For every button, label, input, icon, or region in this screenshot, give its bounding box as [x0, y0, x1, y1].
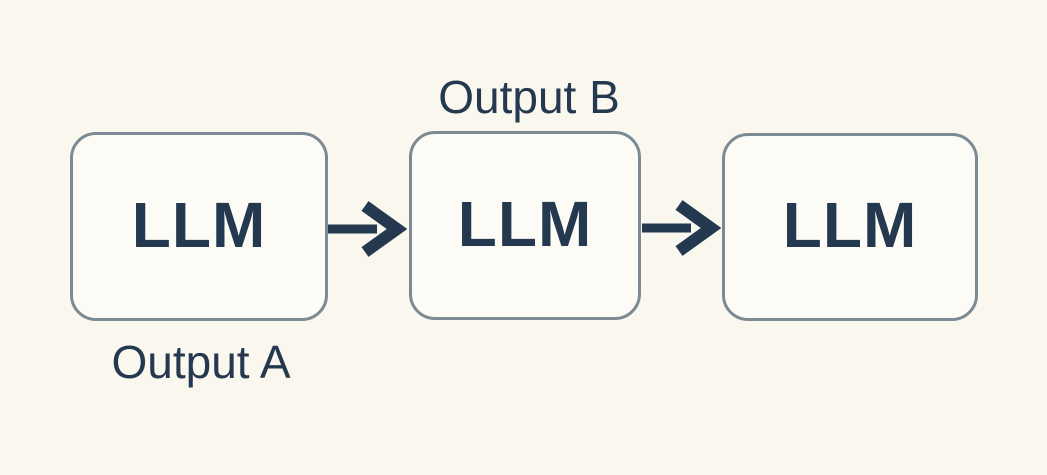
output-b-label: Output B: [438, 71, 620, 123]
llm-node-1-label: LLM: [131, 188, 267, 261]
llm-node-3: LLM: [722, 133, 978, 321]
llm-node-2: LLM: [409, 131, 641, 320]
llm-node-3-label: LLM: [782, 189, 918, 261]
arrow-right-icon: [642, 200, 721, 256]
llm-node-1: LLM: [70, 132, 328, 321]
llm-node-2-label: LLM: [457, 187, 593, 260]
arrow-right-icon: [328, 201, 407, 257]
output-a-label: Output A: [111, 336, 291, 388]
